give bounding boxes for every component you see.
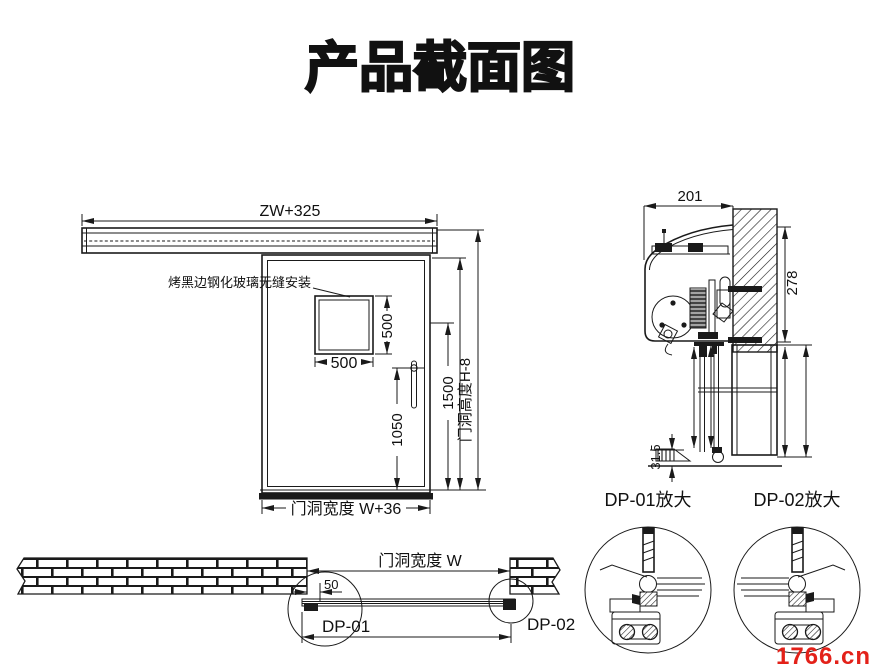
dim-label-rail-width: ZW+325	[260, 203, 321, 220]
plan-door-leaf	[301, 598, 516, 611]
dim-label-opening-height: 门洞高度H-8	[457, 358, 474, 442]
dim-label-depth: 201	[677, 188, 702, 205]
detail-dp2-content	[737, 527, 846, 645]
door-leaf-section	[648, 344, 782, 467]
glass-note: 烤黑边钢化玻璃无缝安装	[168, 275, 351, 298]
page-title: 产品截面图	[305, 38, 575, 98]
dim-floor-gap: 31.5	[648, 434, 684, 482]
dim-leaf-parts-left	[691, 345, 714, 448]
door-panel	[259, 254, 433, 500]
plan-detail-circle-dp2	[488, 578, 534, 624]
dim-plan-offset: 50	[294, 577, 342, 601]
dim-label-floor-gap: 31.5	[648, 444, 663, 469]
dim-label-window-width: 500	[331, 355, 358, 372]
detail-dp1: DP-01放大	[584, 490, 712, 654]
dim-label-header-height: 278	[784, 270, 801, 295]
glass-note-label: 烤黑边钢化玻璃无缝安装	[168, 275, 311, 290]
dim-label-plan-opening-width: 门洞宽度 W	[378, 552, 462, 570]
plan-view: 门洞宽度 W 50 DP-01 DP-02	[16, 552, 575, 647]
dim-window-height: 500	[375, 295, 396, 355]
detail-dp2: DP-02放大	[733, 490, 861, 654]
plan-label-dp1: DP-01	[322, 617, 370, 636]
dim-header-height: 278	[777, 226, 801, 343]
detail-dp2-title: DP-02放大	[753, 490, 840, 510]
dim-window-width: 500	[314, 355, 374, 372]
plan-detail-circle-dp1	[287, 571, 363, 647]
dim-plan-leaf-width	[301, 612, 512, 643]
dim-mid-height: 1500	[430, 322, 457, 490]
dim-rail-width: ZW+325	[81, 203, 438, 226]
wall-section	[732, 208, 778, 353]
detail-dp1-title: DP-01放大	[604, 490, 691, 510]
dim-handle-height: 1050	[389, 367, 418, 490]
plan-label-dp2: DP-02	[527, 615, 575, 634]
plan-wall-right	[509, 557, 561, 595]
dim-opening-width: 门洞宽度 W+36	[261, 500, 431, 518]
dim-leaf-height	[432, 257, 466, 490]
detail-dp1-content	[599, 527, 705, 645]
dim-opening-height: 门洞高度H-8	[437, 229, 484, 490]
section-view: 201 278	[643, 188, 812, 482]
dim-label-mid-height: 1500	[440, 376, 457, 409]
dim-label-opening-width: 门洞宽度 W+36	[291, 500, 402, 518]
dim-label-window-height: 500	[379, 313, 396, 338]
plan-wall-left	[16, 557, 308, 595]
dim-label-handle-height: 1050	[389, 413, 406, 446]
operator-mechanism	[651, 229, 762, 356]
watermark-text: 1766.cn	[776, 643, 871, 670]
door-window	[314, 295, 374, 355]
dim-depth: 201	[643, 188, 734, 260]
elevation-view: ZW+325 烤黑边钢化玻璃无缝安装	[81, 203, 486, 518]
dim-leaf-parts-right	[777, 344, 812, 458]
header-rail	[81, 227, 438, 254]
dim-plan-opening-width: 门洞宽度 W	[307, 552, 510, 574]
dim-label-plan-offset: 50	[324, 577, 338, 592]
